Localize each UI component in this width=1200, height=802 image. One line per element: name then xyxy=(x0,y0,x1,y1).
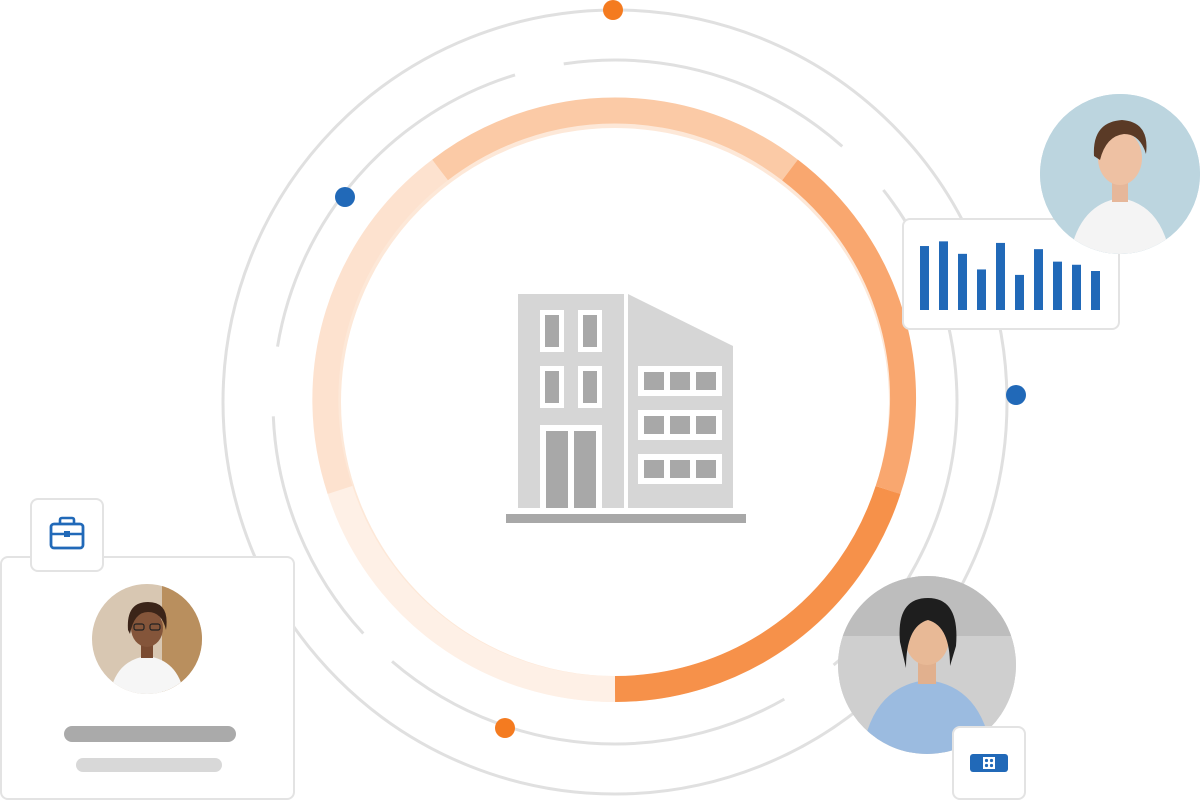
mini-chart-bar xyxy=(1034,249,1043,310)
name-placeholder-bar xyxy=(64,726,236,742)
ring-segment-bottom-left xyxy=(327,486,616,703)
orbit-dot-orange-bottom xyxy=(495,718,515,738)
ring-segment-left xyxy=(312,159,448,495)
segmented-ring xyxy=(312,97,917,703)
mini-chart-bar xyxy=(939,241,948,310)
mini-chart-bar xyxy=(1015,274,1024,310)
id-card-icon xyxy=(970,754,1008,772)
mini-chart-bar xyxy=(920,246,929,310)
middle-ring-dashed xyxy=(271,58,959,746)
mini-chart-bar xyxy=(996,242,1005,310)
orbit-dot-orange-top xyxy=(603,0,623,20)
subtitle-placeholder-bar xyxy=(76,758,222,772)
orbit-dot-blue-right xyxy=(1006,385,1026,405)
mini-chart-bar xyxy=(977,269,986,310)
orbit-dot-blue-left xyxy=(335,187,355,207)
avatar-woman-top-right xyxy=(1040,94,1200,254)
avatar-woman-profile xyxy=(92,584,202,694)
mini-chart-bar xyxy=(958,253,967,310)
id-card-chip xyxy=(952,726,1026,800)
mini-chart-bar xyxy=(1072,264,1081,310)
mini-chart-bar xyxy=(1053,261,1062,310)
briefcase-icon xyxy=(49,516,85,550)
ring-segment-right xyxy=(782,159,917,495)
mini-bar-chart xyxy=(920,241,1100,310)
building-icon xyxy=(506,294,746,523)
ring-segment-top xyxy=(432,97,798,181)
ring-segment-bottom-right xyxy=(614,486,901,702)
mini-chart-bar xyxy=(1091,271,1100,310)
avatar-man-bottom-right xyxy=(838,576,1016,754)
briefcase-chip xyxy=(30,498,104,572)
profile-card xyxy=(0,556,295,800)
